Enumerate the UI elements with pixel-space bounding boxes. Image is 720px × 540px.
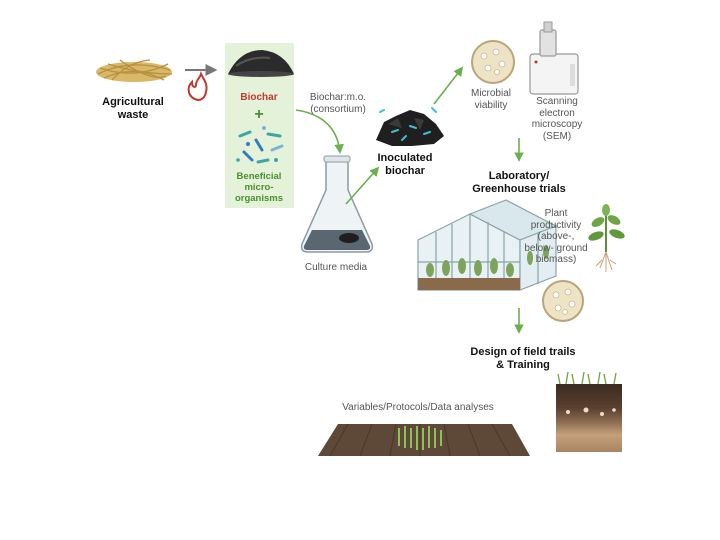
label-variables: Variables/Protocols/Data analyses xyxy=(342,402,494,413)
field-icon xyxy=(318,423,530,457)
greenhouse-icon xyxy=(417,199,558,291)
label-lab-greenhouse: Laboratory/ Greenhouse trials xyxy=(472,170,566,195)
inoculated-biochar-icon xyxy=(376,107,444,146)
petri-dish-icon xyxy=(471,40,515,84)
plant-icon xyxy=(588,204,625,272)
label-biochar-mo: Biochar:m.o. (consortium) xyxy=(309,92,367,115)
label-culture-media: Culture media xyxy=(304,262,368,273)
label-plant-productivity: Plant productivity (above-, below- groun… xyxy=(524,208,588,265)
arrow-to-flask xyxy=(295,109,344,154)
biochar-pile-icon xyxy=(228,50,294,77)
label-biochar: Biochar xyxy=(240,92,278,103)
label-beneficial-microorganisms: Beneficial micro- organisms xyxy=(234,171,284,204)
bacteria-icon xyxy=(236,126,284,164)
straw-icon xyxy=(96,59,173,82)
flask-icon xyxy=(300,155,374,253)
microscope-icon xyxy=(529,21,579,95)
arrow-to-viability xyxy=(433,66,464,105)
label-plus: + xyxy=(254,106,264,123)
label-microbial-viability: Microbial viability xyxy=(470,88,511,111)
label-inoculated-biochar: Inoculated biochar xyxy=(377,152,433,177)
fire-icon xyxy=(187,71,208,102)
label-sem: Scanning electron microscopy (SEM) xyxy=(531,96,583,142)
petri-dish-2-icon xyxy=(542,280,584,322)
soil-profile-icon xyxy=(556,371,622,452)
arrow-to-inoculated xyxy=(345,166,380,205)
label-agricultural-waste: Agricultural waste xyxy=(102,96,164,121)
label-field-trials: Design of field trails & Training xyxy=(470,346,576,371)
